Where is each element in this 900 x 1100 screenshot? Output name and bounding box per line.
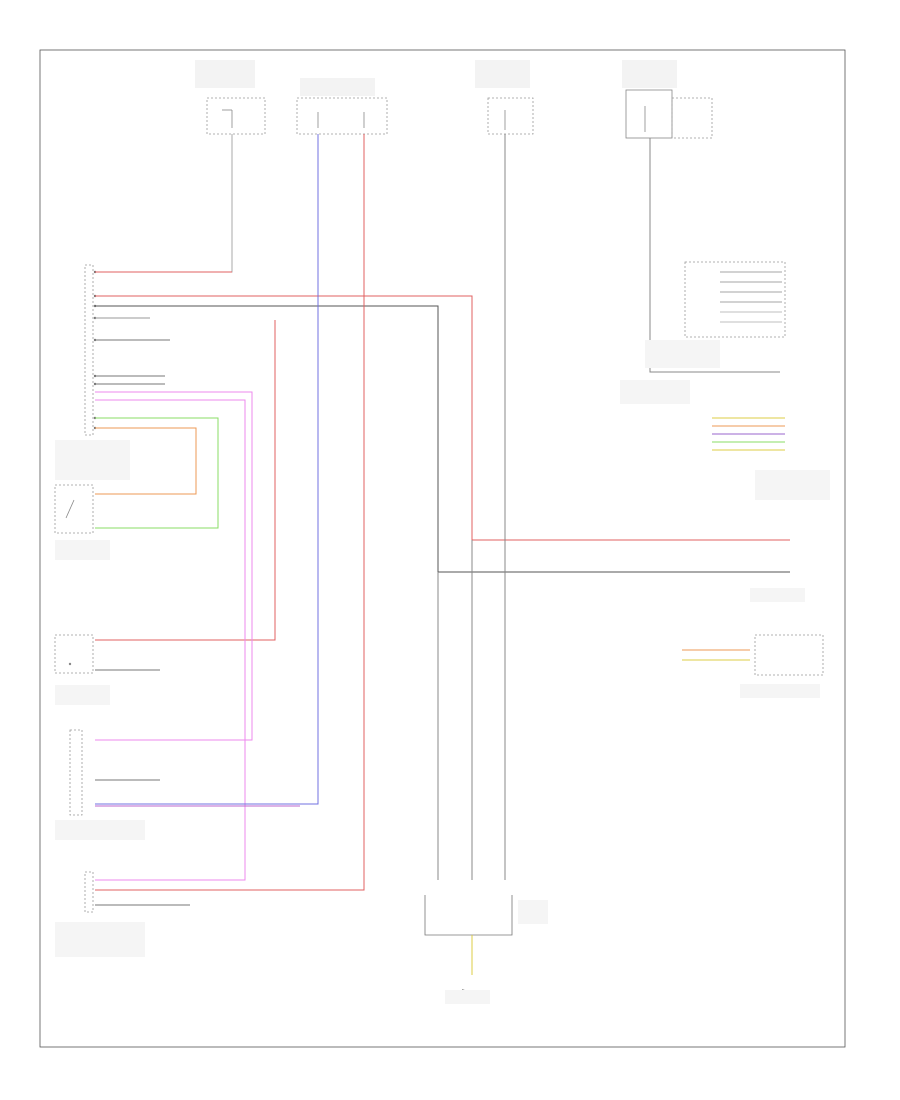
sensor-bottom xyxy=(84,871,94,913)
module-pins xyxy=(93,270,97,430)
level-sensor xyxy=(54,484,94,534)
fuse-block-1 xyxy=(206,97,266,135)
wire-red-long xyxy=(95,295,790,541)
right-connector-stack xyxy=(684,261,786,338)
position-switch xyxy=(54,634,94,674)
control-module-lower xyxy=(69,729,83,816)
wire-blue xyxy=(95,134,319,805)
wire-gray-fuse4 xyxy=(649,138,780,373)
ground-splice xyxy=(424,895,513,995)
wire-red-364 xyxy=(95,134,365,891)
wire-green xyxy=(95,417,219,529)
wire-gray-fuse1 xyxy=(95,134,233,273)
right-colored-pins xyxy=(712,417,785,451)
wire-red-sensor xyxy=(95,320,276,641)
label-blocks xyxy=(55,60,830,1004)
wire-dark-long xyxy=(95,305,790,573)
diagram-frame xyxy=(39,49,846,1048)
wire-orange xyxy=(95,427,197,495)
fuse-block-3 xyxy=(487,97,534,135)
fuse-block-4 xyxy=(625,89,713,139)
right-module xyxy=(682,634,824,676)
control-module-left xyxy=(84,264,94,436)
fuse-block-2 xyxy=(296,97,388,135)
wire-pink-2 xyxy=(95,399,246,881)
wire-pink-long xyxy=(95,391,253,741)
